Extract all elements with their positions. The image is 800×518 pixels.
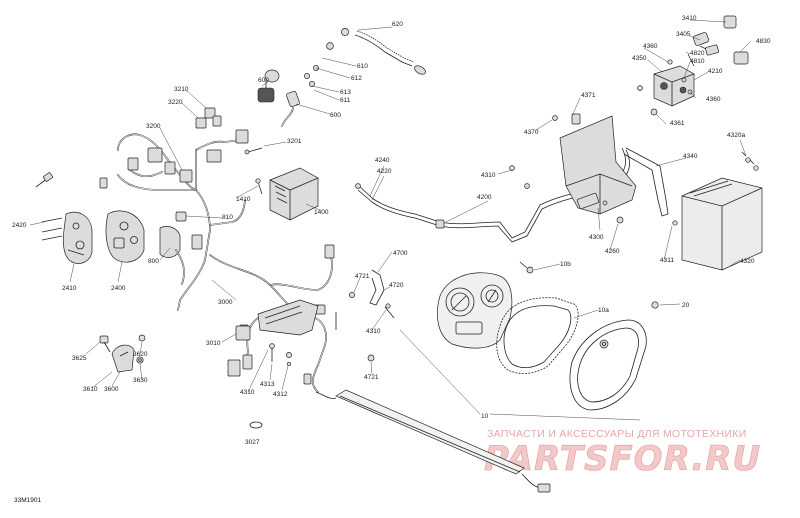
label-3610: 3610: [83, 386, 98, 393]
gauge-cluster-10: [437, 261, 534, 349]
label-612: 612: [351, 75, 362, 82]
label-610: 610: [357, 63, 368, 70]
label-10: 10: [481, 413, 489, 420]
label-3405: 3405: [676, 31, 691, 38]
label-4312: 4312: [273, 391, 288, 398]
label-4810: 4810: [690, 58, 705, 65]
label-3625: 3625: [72, 355, 87, 362]
label-611: 611: [340, 97, 351, 104]
label-4721-second: 4721: [364, 374, 379, 381]
label-10b: 10b: [560, 261, 571, 268]
handlebar-switch-2400-2410: [41, 210, 145, 264]
label-4360-second: 4360: [706, 96, 721, 103]
label-4300: 4300: [589, 234, 604, 241]
label-4260: 4260: [605, 248, 620, 255]
label-3630: 3630: [133, 377, 148, 384]
label-3010: 3010: [206, 340, 221, 347]
long-cable-bottom: [315, 389, 551, 493]
label-4371: 4371: [581, 92, 596, 99]
bracket-3010: [235, 299, 319, 367]
label-3201: 3201: [287, 138, 302, 145]
label-4310-second: 4310: [481, 172, 496, 179]
part-labels: 620 610 612 613 611 600 600 3210 3220 32…: [12, 15, 771, 446]
label-4700: 4700: [393, 250, 408, 257]
connector-cluster-3200: [117, 133, 197, 191]
label-810: 810: [222, 214, 233, 221]
diagram-reference-code: 33M1901: [14, 497, 41, 504]
battery-tray-4300: [552, 113, 637, 224]
label-4320a: 4320a: [727, 132, 745, 139]
label-1410: 1410: [236, 196, 251, 203]
label-3600: 3600: [104, 386, 119, 393]
label-3620: 3620: [133, 351, 148, 358]
label-2400: 2400: [111, 285, 126, 292]
label-3210: 3210: [174, 86, 189, 93]
fasteners-small: [35, 147, 263, 195]
label-3200: 3200: [146, 123, 161, 130]
label-20: 20: [682, 302, 690, 309]
label-600: 600: [258, 77, 269, 84]
connector-group-3600: [99, 334, 146, 373]
label-800: 800: [148, 258, 159, 265]
label-10a: 10a: [598, 307, 609, 314]
label-3000: 3000: [218, 299, 233, 306]
label-2410: 2410: [62, 285, 77, 292]
label-4361: 4361: [670, 120, 685, 127]
cluster-cover-10a: [496, 297, 579, 374]
module-1400: [269, 167, 319, 221]
label-4721: 4721: [355, 273, 370, 280]
label-620: 620: [392, 21, 403, 28]
label-4310-third: 4310: [366, 328, 381, 335]
label-3220: 3220: [168, 99, 183, 106]
label-613: 613: [340, 89, 351, 96]
battery-4320: [681, 151, 763, 271]
switch-800: [159, 211, 187, 285]
watermark: ЗАПЧАСТИ И АКСЕССУАРЫ ДЛЯ МОТОТЕХНИКИ PA…: [484, 428, 761, 479]
label-4820: 4820: [690, 50, 705, 57]
label-600-second: 600: [330, 112, 341, 119]
label-4200: 4200: [477, 194, 492, 201]
label-1400: 1400: [314, 209, 329, 216]
label-3410: 3410: [682, 15, 697, 22]
label-4350: 4350: [632, 55, 647, 62]
cluster-bezel-10: [569, 301, 659, 411]
watermark-brand: PARTSFOR.RU: [484, 439, 761, 479]
bracket-4700: [335, 269, 395, 362]
label-2420: 2420: [12, 222, 27, 229]
label-4720: 4720: [389, 282, 404, 289]
label-4830: 4830: [756, 38, 771, 45]
label-4310: 4310: [240, 389, 255, 396]
label-4320: 4320: [740, 258, 755, 265]
connectors-3210-3220: [195, 107, 222, 129]
label-3027: 3027: [245, 439, 260, 446]
label-4370: 4370: [524, 129, 539, 136]
label-4313: 4313: [260, 381, 275, 388]
label-4340: 4340: [683, 153, 698, 160]
label-4311: 4311: [660, 257, 674, 264]
watermark-tagline: ЗАПЧАСТИ И АКСЕССУАРЫ ДЛЯ МОТОТЕХНИКИ: [487, 428, 747, 440]
leader-lines: [29, 19, 751, 421]
label-4220: 4220: [377, 168, 392, 175]
ring-3027: [249, 421, 263, 429]
label-4360: 4360: [643, 43, 658, 50]
bracket-4340: [623, 147, 678, 226]
relay-assembly-4350: [637, 15, 749, 116]
label-4210: 4210: [708, 68, 723, 75]
label-4240: 4240: [375, 157, 390, 164]
switch-assembly-600: [257, 28, 426, 127]
